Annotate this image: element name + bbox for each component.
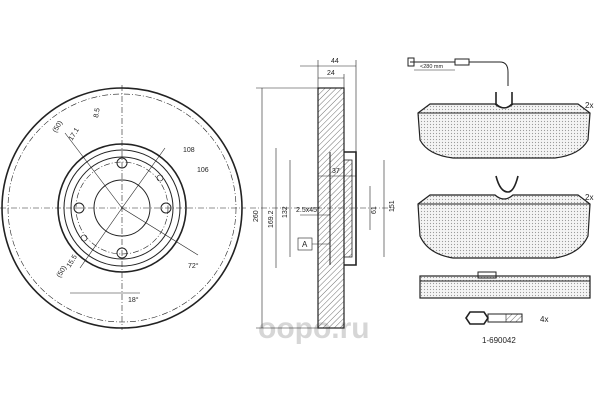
radius-leader xyxy=(64,132,123,209)
pad-side-backplate xyxy=(419,275,591,282)
dia-label-260: 260 xyxy=(253,210,260,222)
dim-label-44: 44 xyxy=(331,58,339,65)
brake-pad-top xyxy=(417,103,591,159)
dim-label-24: 24 xyxy=(327,70,335,77)
wear-sensor: <280 mm xyxy=(407,57,509,86)
radius-label-17-1: 17.1 xyxy=(68,127,81,142)
dia-label-132: 132 xyxy=(282,206,289,218)
dia-label-169-2: 169.2 xyxy=(268,210,275,228)
diameter-label-108: 108 xyxy=(183,147,195,154)
radius-label-50-bottom: (50) xyxy=(56,265,69,279)
radius-label-15-5: 15.5 xyxy=(66,254,79,269)
watermark-logo: oopo.ru xyxy=(258,312,370,345)
brake-pads: <280 mm 2x 2x xyxy=(407,57,593,299)
disc-front-view: (50) 17.1 8.5 (50) 15.5 108 106 72° 18° xyxy=(0,85,246,330)
bolt-hole xyxy=(160,202,172,214)
sensor-lead xyxy=(499,61,509,86)
pad-clip-bottom xyxy=(495,175,519,193)
bolt-thread xyxy=(505,313,523,323)
sensor-length-label: <280 mm xyxy=(420,64,443,70)
locating-hole xyxy=(156,174,164,182)
dim-label-37: 37 xyxy=(332,168,340,175)
qty-label-top-pad: 2x xyxy=(585,101,593,110)
pad-side-profile xyxy=(419,275,591,299)
locating-hole xyxy=(80,234,88,242)
sensor-plug xyxy=(407,57,415,67)
pad-clip-top xyxy=(495,92,513,109)
pad-side-clip xyxy=(477,271,497,279)
datum-label: A xyxy=(302,240,308,249)
dia-leader xyxy=(121,147,166,209)
diameter-label-106: 106 xyxy=(197,167,209,174)
angle-leader xyxy=(121,207,199,256)
bolt-qty-label: 4x xyxy=(540,315,548,324)
dia-label-151: 151 xyxy=(389,200,396,212)
dia-label-61: 61 xyxy=(371,206,378,214)
radius-label-8-5: 8.5 xyxy=(93,107,102,118)
hub-hat-outline xyxy=(344,151,357,266)
watermark-text: oopo.ru xyxy=(258,312,370,345)
qty-label-bottom-pad: 2x xyxy=(585,193,593,202)
caliper-bolt: 4x 1-690042 xyxy=(465,311,548,345)
angle-label-18: 18° xyxy=(128,296,139,304)
sensor-body xyxy=(454,58,470,66)
disc-section-view: 44 24 37 260 169.2 132 61 151 2.5x45° A xyxy=(250,58,396,329)
radius-label-50-top: (50) xyxy=(52,120,65,134)
brake-pad-bottom xyxy=(417,194,591,259)
bolt-head xyxy=(465,311,489,325)
bolt-part-number: 1-690042 xyxy=(482,336,516,345)
chamfer-label: 2.5x45° xyxy=(296,206,320,214)
radius-leader xyxy=(79,207,123,269)
hub-hat-section xyxy=(343,159,353,258)
angle-label-72: 72° xyxy=(188,262,199,270)
